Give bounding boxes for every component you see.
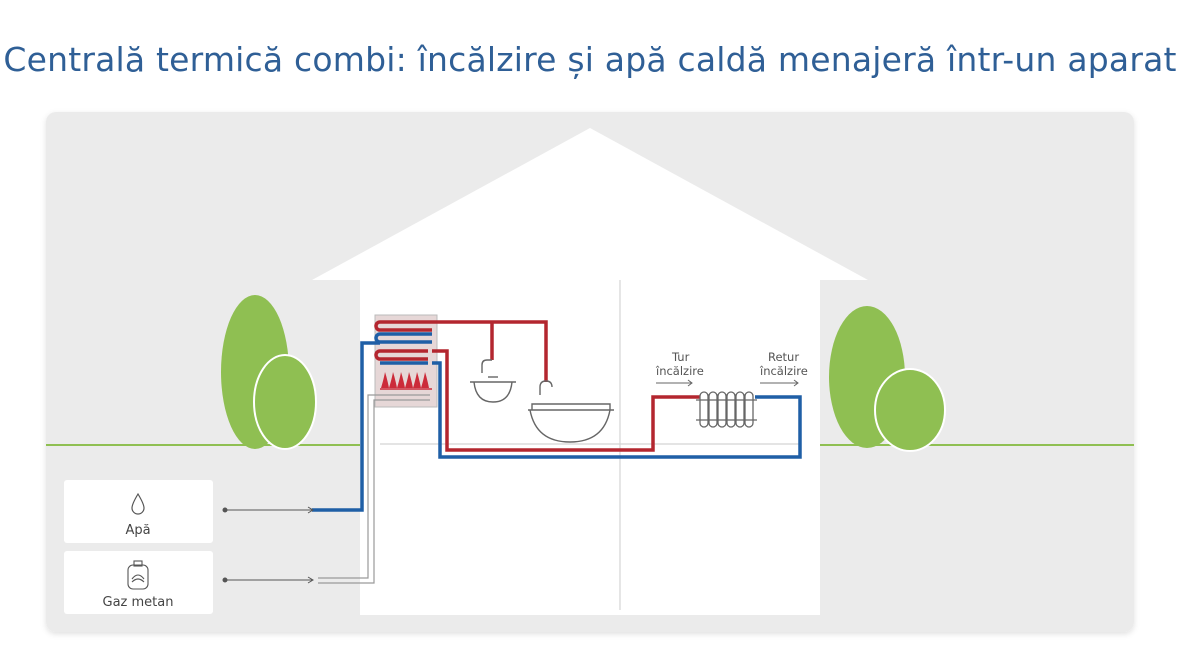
- cold-water-pipes: [312, 341, 802, 512]
- bathtub-icon: [528, 380, 614, 443]
- radiator-icon: [696, 391, 757, 428]
- tur-label-sub: încălzire: [655, 364, 704, 378]
- gas-input-arrow: [222, 576, 314, 584]
- source-box-gas: Gaz metan: [64, 551, 213, 614]
- tur-label: Tur: [671, 350, 690, 364]
- water-label: Apă: [125, 523, 150, 538]
- retur-label-sub: încălzire: [759, 364, 808, 378]
- water-drop-icon: [131, 492, 145, 515]
- retur-arrow-icon: [760, 379, 799, 387]
- boiler-unit: [374, 314, 438, 408]
- house-roof: [312, 128, 868, 280]
- tree-right: [829, 306, 946, 452]
- tur-arrow-icon: [656, 379, 693, 387]
- water-input-arrow: [222, 506, 314, 514]
- burner-flames-icon: [381, 372, 429, 388]
- gas-cylinder-icon: [127, 560, 149, 590]
- tree-left: [221, 295, 317, 450]
- retur-label: Retur: [768, 350, 799, 364]
- sink-icon: [470, 359, 516, 403]
- gas-label: Gaz metan: [103, 595, 174, 610]
- source-box-water: Apă: [64, 480, 213, 543]
- gas-pipe: [318, 394, 430, 584]
- hot-water-pipes: [432, 320, 700, 452]
- diagram-title: Centrală termică combi: încălzire și apă…: [3, 40, 1177, 79]
